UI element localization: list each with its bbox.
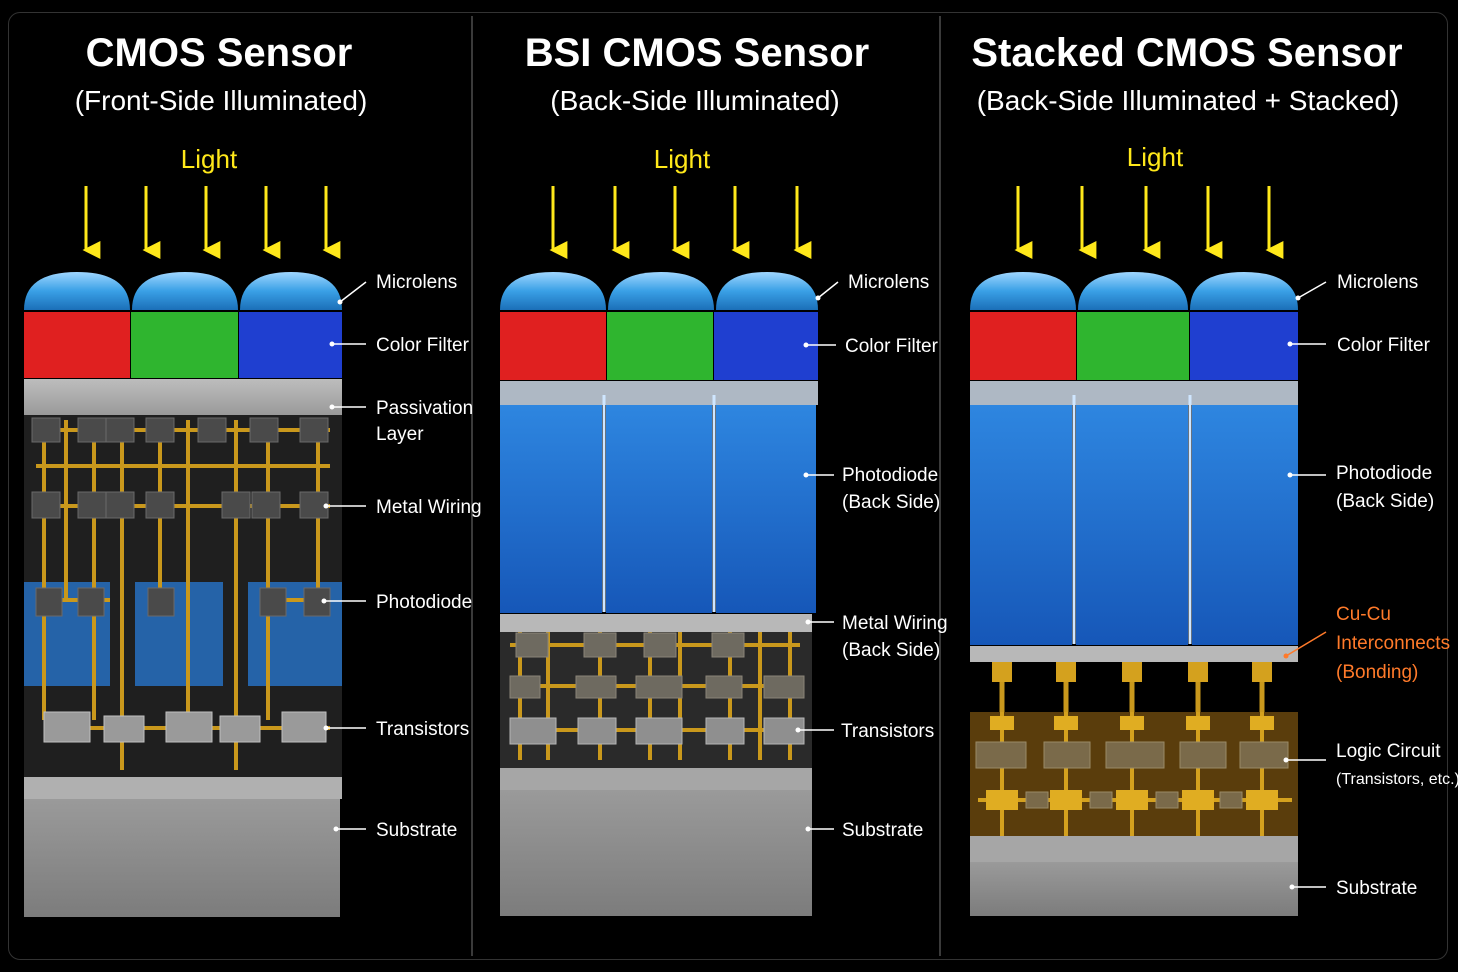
light-arrows — [1014, 186, 1284, 259]
light-arrows — [82, 186, 341, 259]
label-photodiode-line2: (Back Side) — [842, 492, 940, 513]
passivation-layer — [24, 379, 342, 415]
panel-stacked: Stacked CMOS Sensor (Back-Side Illuminat… — [970, 31, 1458, 916]
photodiode — [1076, 405, 1188, 645]
label-substrate: Substrate — [842, 820, 923, 841]
label-microlens: Microlens — [1337, 272, 1418, 293]
color-filter-red — [500, 312, 606, 380]
photodiode — [1192, 405, 1298, 645]
layer-labels: Microlens Color Filter Photodiode (Back … — [795, 272, 948, 841]
light-arrows — [549, 186, 812, 259]
label-substrate: Substrate — [1336, 878, 1417, 899]
microlens — [24, 272, 130, 310]
panel-title: BSI CMOS Sensor — [525, 31, 870, 75]
microlens — [1078, 272, 1188, 310]
photodiode — [500, 405, 602, 613]
pixel-isolation — [1072, 395, 1192, 644]
layer-labels: Microlens Color Filter Passivation Layer… — [321, 272, 482, 841]
label-microlens: Microlens — [848, 272, 929, 293]
label-photodiode: Photodiode — [1336, 463, 1432, 484]
substrate — [970, 862, 1298, 916]
color-filter-green — [131, 312, 238, 378]
color-filter-green — [607, 312, 713, 380]
label-metal-wiring: Metal Wiring — [842, 613, 948, 634]
transistors — [43, 711, 327, 743]
color-filter-red — [24, 312, 130, 378]
label-color-filter: Color Filter — [376, 335, 470, 356]
photodiode — [716, 405, 816, 613]
light-label: Light — [654, 144, 711, 174]
photodiode — [970, 405, 1072, 645]
label-substrate: Substrate — [376, 820, 457, 841]
microlens — [500, 272, 606, 310]
label-metal-wiring: Metal Wiring — [376, 497, 482, 518]
color-filter-green — [1077, 312, 1189, 380]
label-photodiode: Photodiode — [376, 592, 472, 613]
label-color-filter: Color Filter — [845, 336, 939, 357]
color-filter-blue — [239, 312, 342, 378]
panel-title: CMOS Sensor — [86, 31, 353, 75]
color-filter-red — [970, 312, 1076, 380]
color-filter-blue — [1190, 312, 1298, 380]
label-logic-circuit: Logic Circuit — [1336, 741, 1441, 762]
photodiode — [606, 405, 712, 613]
panel-bsi: BSI CMOS Sensor (Back-Side Illuminated) … — [500, 31, 948, 916]
metal-wiring-layer — [500, 614, 812, 632]
logic-transistors — [975, 741, 1289, 809]
label-color-filter: Color Filter — [1337, 335, 1431, 356]
pixel-isolation — [602, 395, 716, 612]
color-filter-blue — [714, 312, 818, 380]
label-transistors: Transistors — [841, 721, 934, 742]
microlens — [1190, 272, 1298, 310]
label-microlens: Microlens — [376, 272, 457, 293]
panel-subtitle: (Back-Side Illuminated) — [550, 85, 839, 116]
substrate — [24, 799, 340, 917]
label-cu-cu-line3: (Bonding) — [1336, 662, 1418, 683]
panel-subtitle: (Back-Side Illuminated + Stacked) — [977, 85, 1400, 116]
label-transistors: Transistors — [376, 719, 469, 740]
substrate — [500, 768, 812, 790]
transistors — [509, 717, 805, 745]
microlens — [240, 272, 342, 310]
cu-cu-interconnects — [992, 662, 1272, 712]
panel-title: Stacked CMOS Sensor — [971, 31, 1402, 75]
label-passivation-line2: Layer — [376, 424, 424, 445]
microlens — [970, 272, 1076, 310]
label-logic-circuit-line2: (Transistors, etc.) — [1336, 771, 1458, 788]
label-metal-wiring-line2: (Back Side) — [842, 640, 940, 661]
panel-fsi: CMOS Sensor (Front-Side Illuminated) Lig… — [24, 31, 482, 917]
light-label: Light — [181, 144, 238, 174]
microlens — [608, 272, 714, 310]
light-label: Light — [1127, 142, 1184, 172]
wiring-pads — [31, 417, 331, 617]
passivation-layer — [500, 381, 818, 405]
label-cu-cu-line2: Interconnects — [1336, 633, 1450, 654]
diagram-frame — [8, 12, 1448, 960]
bonding-layer — [970, 646, 1298, 662]
passivation-layer — [970, 381, 1298, 405]
panel-subtitle: (Front-Side Illuminated) — [75, 85, 368, 116]
substrate — [500, 790, 812, 916]
substrate — [24, 777, 342, 799]
substrate — [970, 836, 1298, 862]
logic-pads — [986, 716, 1278, 810]
microlens — [716, 272, 818, 310]
label-photodiode: Photodiode — [842, 465, 938, 486]
microlens — [132, 272, 238, 310]
layer-labels: Microlens Color Filter Photodiode (Back … — [1283, 272, 1458, 899]
label-passivation: Passivation — [376, 398, 473, 419]
label-photodiode-line2: (Back Side) — [1336, 491, 1434, 512]
label-cu-cu: Cu-Cu — [1336, 604, 1391, 625]
wiring-pads — [509, 632, 805, 699]
